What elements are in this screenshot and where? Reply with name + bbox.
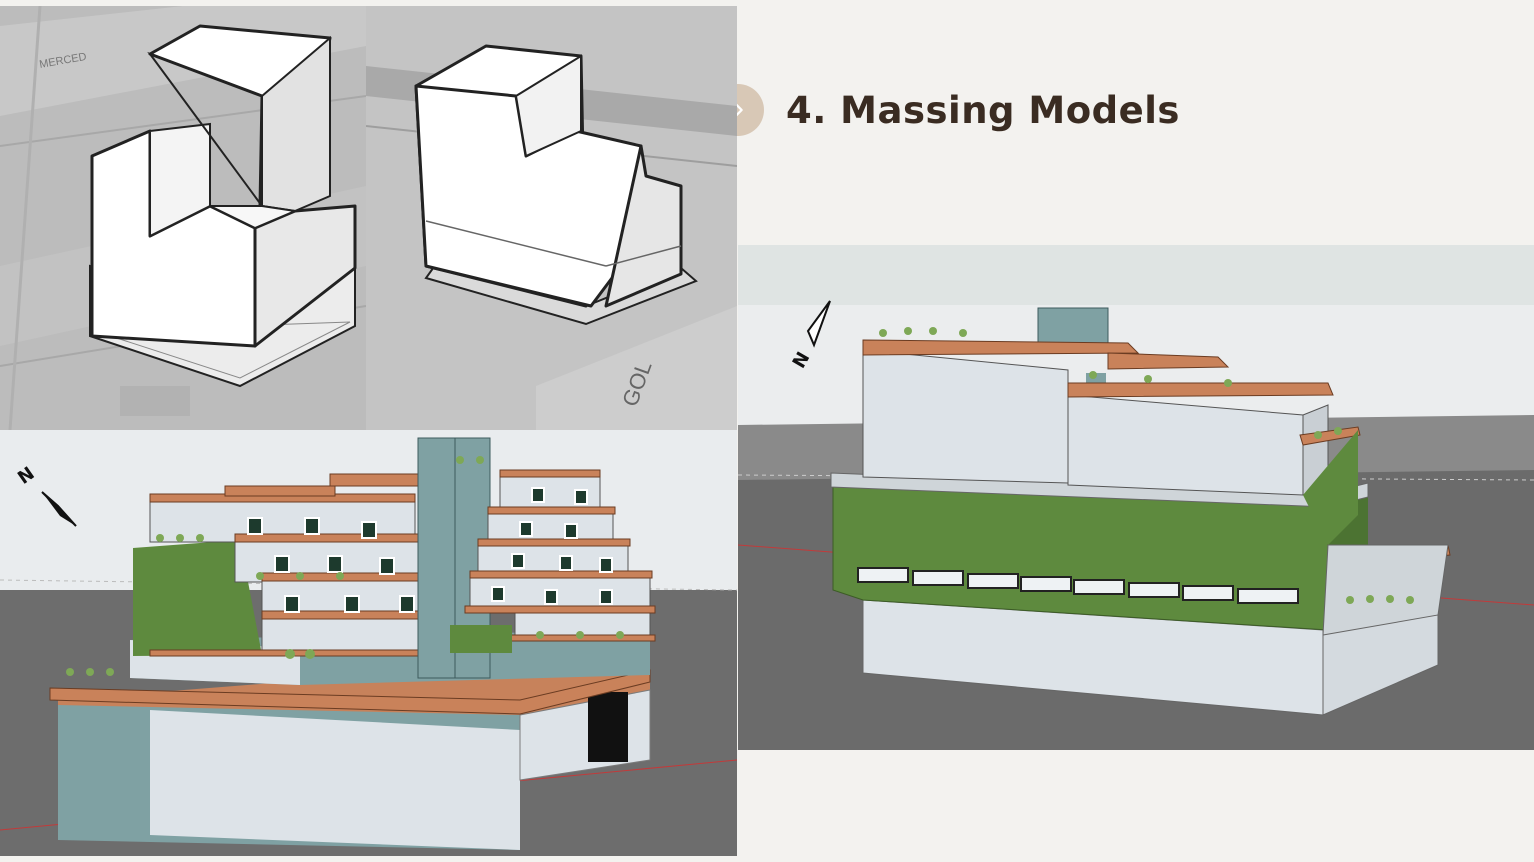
chevron-right-icon (734, 102, 743, 118)
rendered-model-image-2: N (738, 245, 1534, 750)
rendered-model-image-1: N (0, 430, 737, 856)
massing-model-image-1: MERCED (0, 6, 366, 430)
massing-model-image-2: GOL (366, 6, 737, 430)
slide-title: 4. Massing Models (786, 88, 1180, 132)
title-row: 4. Massing Models (712, 84, 1180, 136)
